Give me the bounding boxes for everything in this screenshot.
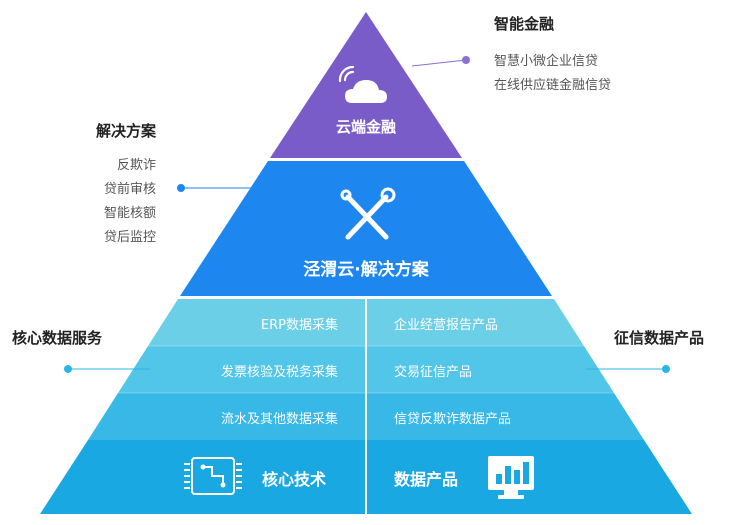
middle-tier-label: 泾渭云·解决方案 (303, 260, 429, 280)
left-connector-dot (64, 365, 72, 373)
left-row-1: ERP数据采集 (260, 318, 338, 333)
top-connector-dot (462, 56, 470, 64)
data-product-label: 数据产品 (394, 470, 459, 489)
bar-chart-monitor-icon (488, 456, 534, 499)
solutions-item: 贷后监控 (103, 230, 156, 245)
smart-finance-item: 在线供应链金融信贷 (494, 78, 612, 93)
smart-finance-list: 智慧小微企业信贷 在线供应链金融信贷 (494, 50, 611, 98)
left-row-2: 发票核验及税务采集 (220, 365, 338, 380)
right-row-1: 企业经营报告产品 (394, 318, 499, 333)
right-row-3: 信贷反欺诈数据产品 (394, 412, 512, 427)
solutions-list: 反欺诈 贷前审核 智能核额 贷后监控 (60, 154, 156, 250)
left-row-3: 流水及其他数据采集 (220, 412, 338, 427)
top-connector-line (411, 59, 467, 67)
smart-finance-title: 智能金融 (494, 15, 555, 33)
credit-data-product-title: 征信数据产品 (614, 329, 705, 347)
solutions-item: 智能核额 (103, 206, 156, 221)
right-row-2: 交易征信产品 (394, 365, 473, 380)
middle-tier-shape (180, 161, 552, 296)
smart-finance-item: 智慧小微企业信贷 (494, 54, 599, 69)
core-data-service-title: 核心数据服务 (12, 329, 103, 347)
cloud-signal-icon (338, 65, 387, 103)
circuit-chip-icon (184, 457, 242, 495)
right-connector-dot (662, 365, 670, 373)
top-tier-label: 云端金融 (335, 118, 396, 136)
solutions-title: 解决方案 (95, 122, 156, 140)
solutions-item: 反欺诈 (116, 158, 156, 173)
middle-connector-dot (177, 184, 185, 192)
core-tech-label: 核心技术 (262, 470, 327, 489)
wrench-screwdriver-icon (340, 187, 396, 240)
solutions-item: 贷前审核 (103, 182, 156, 197)
